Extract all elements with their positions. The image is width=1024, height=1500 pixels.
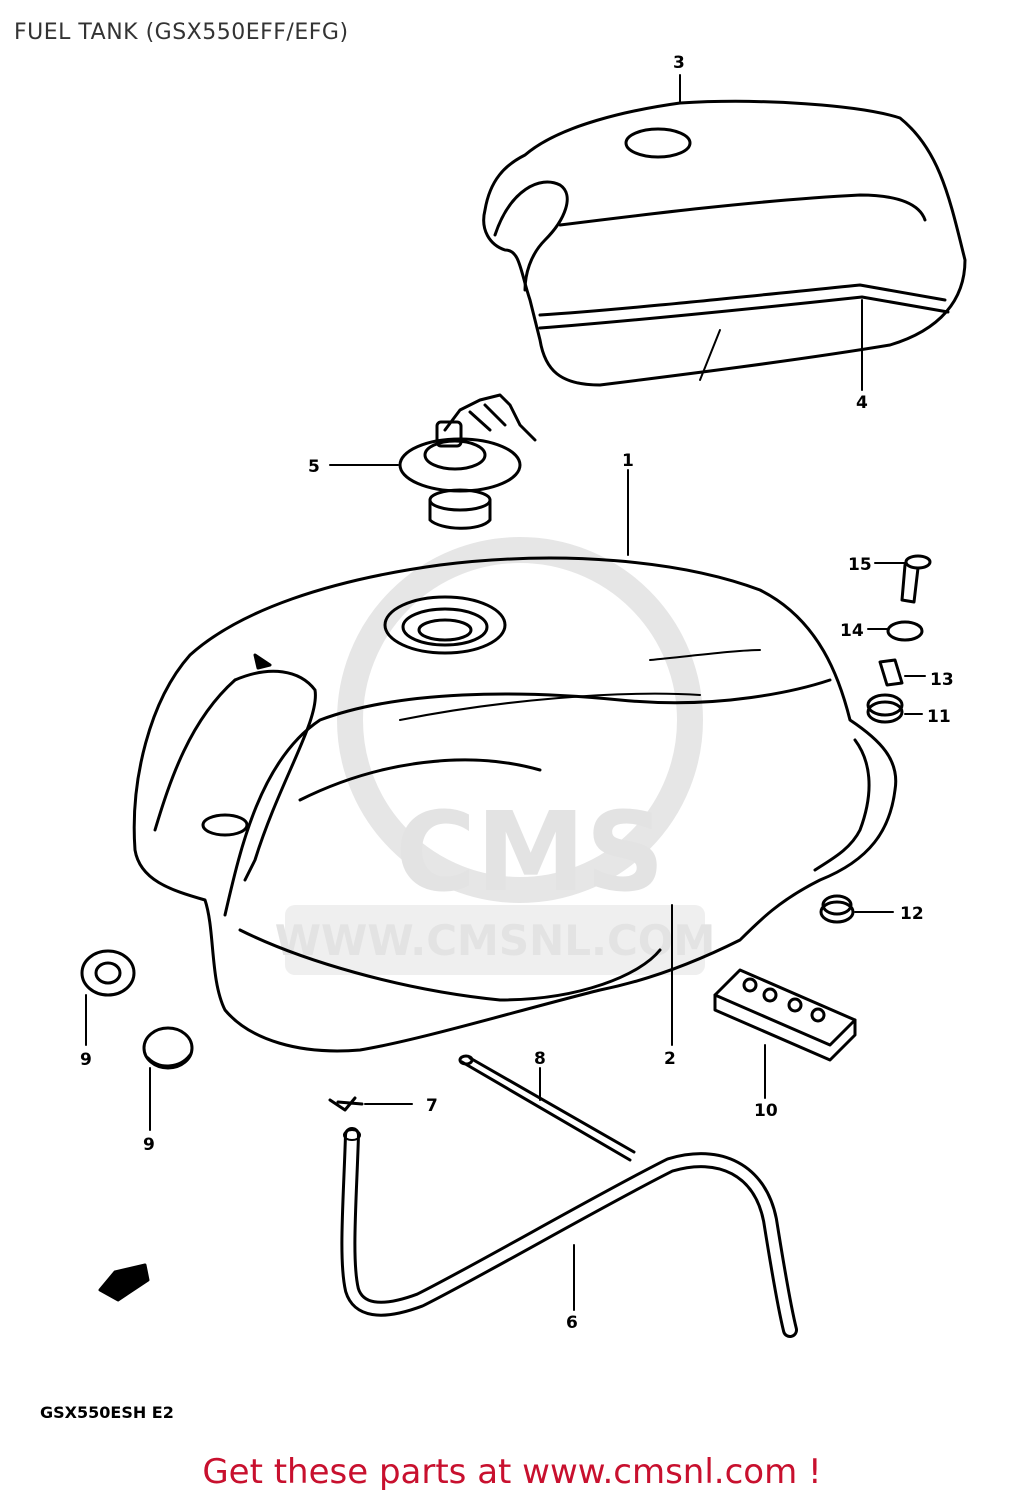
leader-lines bbox=[85, 74, 926, 1311]
callout-label: 4 bbox=[856, 393, 868, 413]
fuel-cap-part bbox=[398, 393, 537, 530]
callout-label: 10 bbox=[754, 1101, 778, 1121]
callout-label: 2 bbox=[664, 1049, 676, 1069]
callout-label: 15 bbox=[848, 555, 872, 575]
callout-label: 13 bbox=[930, 670, 954, 690]
spacer-part bbox=[878, 658, 904, 687]
callout-label: 3 bbox=[673, 53, 685, 73]
washer-part bbox=[886, 620, 924, 642]
callout-label: 8 bbox=[534, 1049, 546, 1069]
callout-label: 12 bbox=[900, 904, 924, 924]
callout-label: 6 bbox=[566, 1313, 578, 1333]
watermark: CMS WWW.CMSNL.COM bbox=[275, 537, 716, 975]
callout-label: 1 bbox=[622, 451, 634, 471]
strap-part bbox=[458, 1054, 636, 1162]
footer-link[interactable]: Get these parts at www.cmsnl.com ! bbox=[202, 1452, 822, 1492]
cap-part-2 bbox=[142, 1026, 194, 1070]
callout-label: 5 bbox=[308, 457, 320, 477]
callout-labels: 3 4 1 5 15 14 13 11 12 2 10 8 7 9 9 6 GS… bbox=[40, 53, 954, 1422]
callout-label: 9 bbox=[143, 1135, 155, 1155]
callout-label: 11 bbox=[927, 707, 951, 727]
tank-cover-part bbox=[482, 99, 967, 387]
clamp-part bbox=[328, 1096, 364, 1112]
exploded-parts-diagram: CMS WWW.CMSNL.COM bbox=[40, 53, 967, 1422]
cushion-part bbox=[866, 693, 904, 724]
page-title: FUEL TANK (GSX550EFF/EFG) bbox=[14, 20, 349, 45]
bolt-part bbox=[900, 554, 932, 604]
watermark-logo: CMS bbox=[395, 788, 664, 916]
fuel-tank-part bbox=[132, 556, 898, 1053]
callout-label: 7 bbox=[426, 1096, 438, 1116]
callout-label: 9 bbox=[80, 1050, 92, 1070]
callout-label: 14 bbox=[840, 621, 864, 641]
diagram-code: GSX550ESH E2 bbox=[40, 1403, 174, 1422]
front-arrow-icon bbox=[98, 1263, 150, 1302]
mount-cushion-part bbox=[819, 894, 855, 924]
holder-part bbox=[713, 968, 857, 1062]
cap-part bbox=[80, 949, 136, 997]
watermark-url: WWW.CMSNL.COM bbox=[275, 916, 716, 965]
